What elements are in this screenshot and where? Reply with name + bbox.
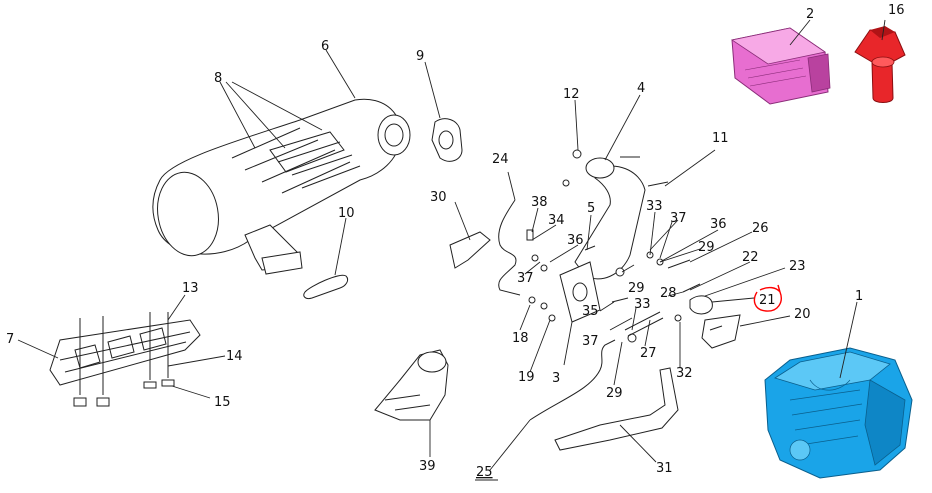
highlight-mark: [753, 284, 782, 312]
callout-31: 31: [656, 461, 673, 476]
callout-32: 32: [676, 366, 693, 381]
leader-lines: [17, 19, 886, 481]
callout-16: 16: [888, 3, 905, 18]
callout-15: 15: [214, 395, 231, 410]
callout-34: 34: [548, 213, 565, 228]
callout-30: 30: [430, 190, 447, 205]
callout-29-a: 29: [606, 386, 623, 401]
callout-18: 18: [512, 331, 529, 346]
callout-33-a: 33: [646, 199, 663, 214]
callout-35: 35: [582, 304, 599, 319]
callout-labels: 1 2 3 4 5 6 7 8 9 10 11 12 13 14 15 16 1…: [6, 3, 905, 480]
tube-part-24: [498, 199, 521, 296]
callout-21: 21: [759, 293, 776, 308]
callout-37-a: 37: [670, 211, 687, 226]
callout-26: 26: [752, 221, 769, 236]
callout-25: 25: [476, 465, 493, 480]
gasket-part-10: [303, 274, 349, 299]
callout-8: 8: [214, 71, 222, 86]
callout-36-b: 36: [567, 233, 584, 248]
pipe-part-25: [529, 339, 616, 421]
callout-7: 7: [6, 332, 14, 347]
bracket-part-39: [374, 349, 449, 421]
bracket-part-31: [554, 367, 679, 451]
mounting-bracket-assembly: [49, 312, 201, 407]
callout-37-b: 37: [517, 271, 534, 286]
fasteners: [526, 149, 701, 343]
callout-24: 24: [492, 152, 509, 167]
callout-27: 27: [640, 346, 657, 361]
callout-11: 11: [712, 131, 729, 146]
sensor-mount-parts: [689, 295, 741, 349]
callout-3: 3: [552, 371, 560, 386]
gasket-part-9: [431, 118, 463, 162]
callout-33-b: 33: [634, 297, 651, 312]
callout-36-a: 36: [710, 217, 727, 232]
callout-37-c: 37: [582, 334, 599, 349]
callout-29-c: 29: [698, 240, 715, 255]
muffler-assembly: [152, 98, 411, 275]
bracket-part-30: [449, 231, 491, 269]
callout-28: 28: [660, 286, 677, 301]
exhaust-pipe-part-4: [559, 157, 646, 323]
callout-4: 4: [637, 81, 645, 96]
callout-29-b: 29: [628, 281, 645, 296]
callout-39: 39: [419, 459, 436, 474]
callout-20: 20: [794, 307, 811, 322]
rod-part-27: [624, 311, 664, 337]
engine-part-1: [764, 347, 913, 479]
callout-10: 10: [338, 206, 355, 221]
callout-23: 23: [789, 259, 806, 274]
ecu-module-part-2: [730, 27, 831, 105]
sensor-part-16: [854, 26, 906, 103]
callout-5: 5: [587, 201, 595, 216]
callout-6: 6: [321, 39, 329, 54]
callout-12: 12: [563, 87, 580, 102]
callout-2: 2: [806, 7, 814, 22]
callout-9: 9: [416, 49, 424, 64]
callout-19: 19: [518, 370, 535, 385]
callout-13: 13: [182, 281, 199, 296]
callout-22: 22: [742, 250, 759, 265]
callout-1: 1: [855, 289, 863, 304]
callout-14: 14: [226, 349, 243, 364]
callout-38: 38: [531, 195, 548, 210]
